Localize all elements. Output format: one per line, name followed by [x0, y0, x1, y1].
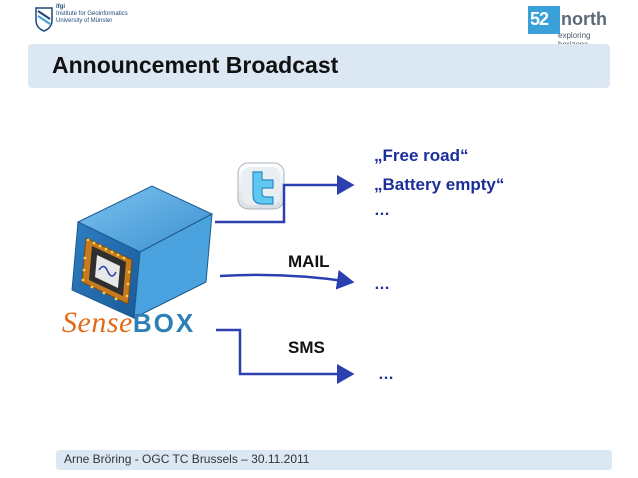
- 52north-logo-box: [528, 6, 560, 34]
- sensebox-logo-box: BOX: [132, 308, 196, 338]
- ifgi-institute-label: ifgi Institute for Geoinformatics Univer…: [56, 4, 128, 25]
- title-bar: [28, 44, 610, 88]
- 52north-word: north: [561, 9, 607, 29]
- sensebox-cube-icon: [71, 185, 214, 319]
- ifgi-logo-icon: [35, 7, 53, 32]
- sms-label: SMS: [288, 338, 325, 357]
- sms-ellipsis: …: [378, 366, 394, 383]
- battery-empty-message: „Battery empty“: [374, 175, 505, 194]
- twitter-arrow: [215, 175, 355, 224]
- footer-bar: [56, 450, 612, 470]
- mail-ellipsis: …: [374, 276, 390, 293]
- 52north-digits: 52: [530, 9, 549, 29]
- sensebox-logo-sense: Sense: [62, 306, 133, 339]
- sms-arrow: [216, 328, 355, 384]
- sensebox-logo: SenseBOX: [62, 306, 195, 340]
- ifgi-line1: Institute for Geoinformatics: [56, 11, 128, 17]
- twitter-more-ellipsis: …: [374, 202, 390, 219]
- twitter-icon: [237, 162, 285, 210]
- ifgi-line2: University of Münster: [56, 18, 113, 24]
- free-road-message: „Free road“: [374, 146, 469, 165]
- ifgi-acronym: ifgi: [56, 4, 65, 10]
- mail-label: MAIL: [288, 252, 330, 271]
- footer-text: Arne Bröring - OGC TC Brussels – 30.11.2…: [64, 452, 310, 466]
- slide-title: Announcement Broadcast: [52, 52, 339, 78]
- mail-arrow: [219, 269, 355, 290]
